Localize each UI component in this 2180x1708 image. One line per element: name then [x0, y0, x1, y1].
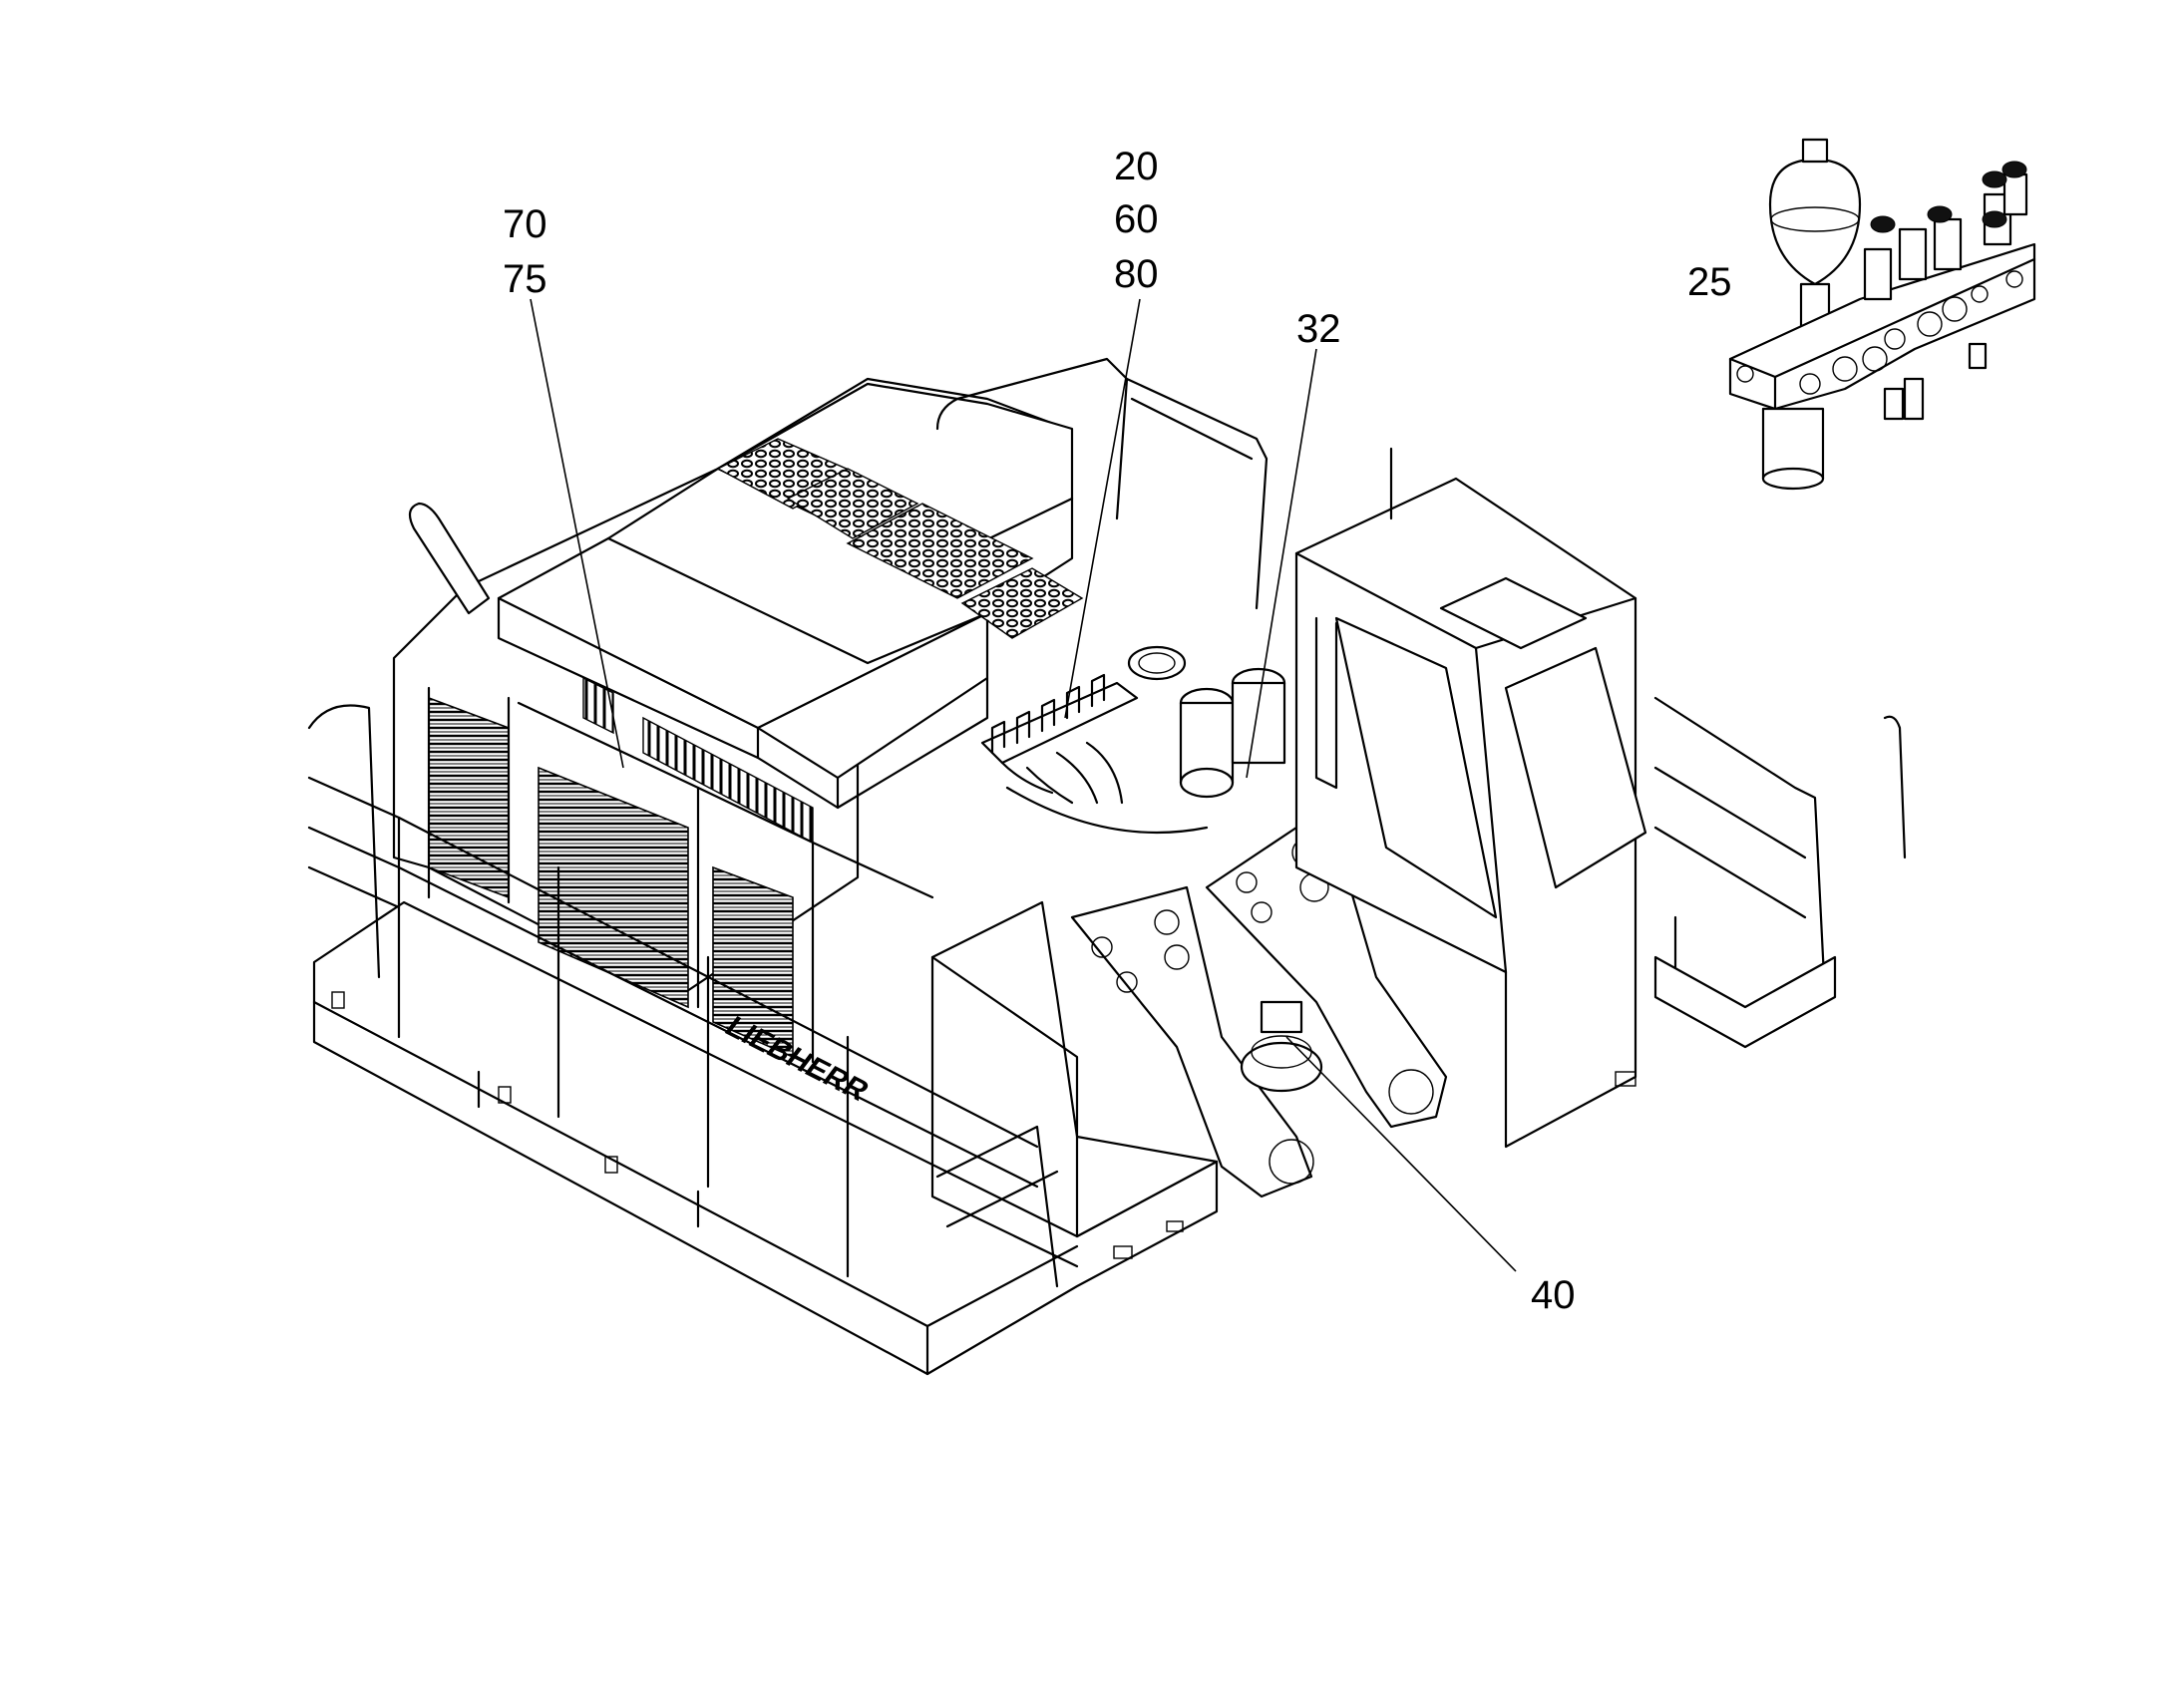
- manifold-body: [1728, 242, 2036, 411]
- callout-60: 60: [1114, 197, 1159, 241]
- roof-grille-4: [960, 567, 1084, 639]
- exhaust-pipe: [408, 502, 491, 615]
- operator-cab: [1294, 447, 1647, 1149]
- callout-80: 80: [1114, 252, 1159, 296]
- vent-slots-small: [582, 676, 614, 735]
- callout-labels: 70 75 20 60 80 32 25 40: [503, 145, 1732, 1317]
- accumulator: [1768, 158, 1862, 286]
- right-deck: [1653, 955, 1837, 1049]
- callout-20: 20: [1114, 145, 1159, 188]
- leader-70-75: [530, 298, 624, 769]
- valve-block-detail: [1728, 138, 2036, 491]
- roof-grille-3: [846, 503, 1034, 599]
- callout-75: 75: [503, 257, 547, 301]
- leader-lines: [530, 298, 1517, 1272]
- front-housing: [930, 900, 1219, 1238]
- roof-grille-2: [786, 468, 919, 539]
- callout-40: 40: [1531, 1273, 1576, 1317]
- boom-mount-frames: [1070, 826, 1448, 1198]
- hydraulic-tanks: [1127, 645, 1286, 799]
- leader-40: [1285, 1036, 1517, 1272]
- callout-70: 70: [503, 202, 547, 246]
- engine-hood: [497, 382, 1074, 780]
- base-frame: [312, 900, 1219, 1376]
- control-valve-block: [980, 673, 1209, 835]
- callout-25: 25: [1687, 260, 1732, 304]
- leader-32: [1246, 348, 1317, 779]
- railings: [307, 357, 1907, 1288]
- excavator-uppercarriage: LIEBHERR: [307, 357, 1907, 1376]
- callout-32: 32: [1296, 307, 1341, 351]
- leader-20-60-80: [1064, 298, 1141, 719]
